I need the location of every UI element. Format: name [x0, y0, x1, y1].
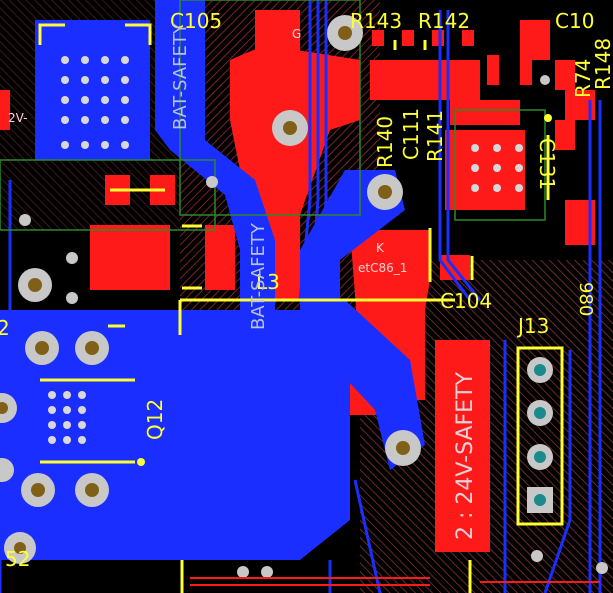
designator-52: 52 [5, 547, 30, 571]
designator-left-2: 2 [0, 316, 10, 340]
through-hole-pads[interactable] [0, 15, 608, 578]
designator-r143: R143 [350, 9, 402, 33]
via-grid-top [61, 56, 129, 149]
connector-j13[interactable] [527, 357, 553, 513]
via-grid-q12 [48, 391, 86, 444]
designator-r080: 980 [575, 282, 596, 316]
net-label-24v-safety: 2 : 24V-SAFETY [453, 371, 478, 540]
via-grid-right [471, 144, 523, 192]
designator-c104: C104 [440, 289, 492, 313]
net-label-c86: etC86_1 [358, 261, 407, 275]
silkscreen-outlines [38, 23, 564, 593]
net-label-k: K [376, 241, 385, 255]
component-outlines [0, 0, 546, 231]
designator-r141: R141 [423, 110, 447, 162]
net-label-bat-safety-top: BAT-SAFETY [170, 22, 191, 130]
designator-r74: R74 [571, 59, 595, 98]
bottom-edge-traces [190, 577, 600, 586]
designator-c10x: C10 [555, 9, 594, 33]
designator-r140: R140 [373, 116, 397, 168]
pin1-marker [137, 458, 145, 466]
net-label-gnd: G [292, 27, 301, 41]
designator-c131: C131 [535, 138, 559, 190]
designator-c105: C105 [170, 9, 222, 33]
net-label-bat-safety-mid: BAT-SAFETY [248, 222, 269, 330]
designator-q12: Q12 [143, 399, 167, 440]
designator-l3: L3 [256, 270, 280, 294]
designator-j13: J13 [516, 314, 549, 338]
pin1-marker-c131 [544, 114, 552, 122]
net-label-12v: 2V- [8, 111, 27, 125]
designator-r148: R148 [591, 38, 613, 90]
designator-c111: C111 [399, 108, 423, 160]
smd-pad-array [372, 30, 575, 150]
designator-r142: R142 [418, 9, 470, 33]
